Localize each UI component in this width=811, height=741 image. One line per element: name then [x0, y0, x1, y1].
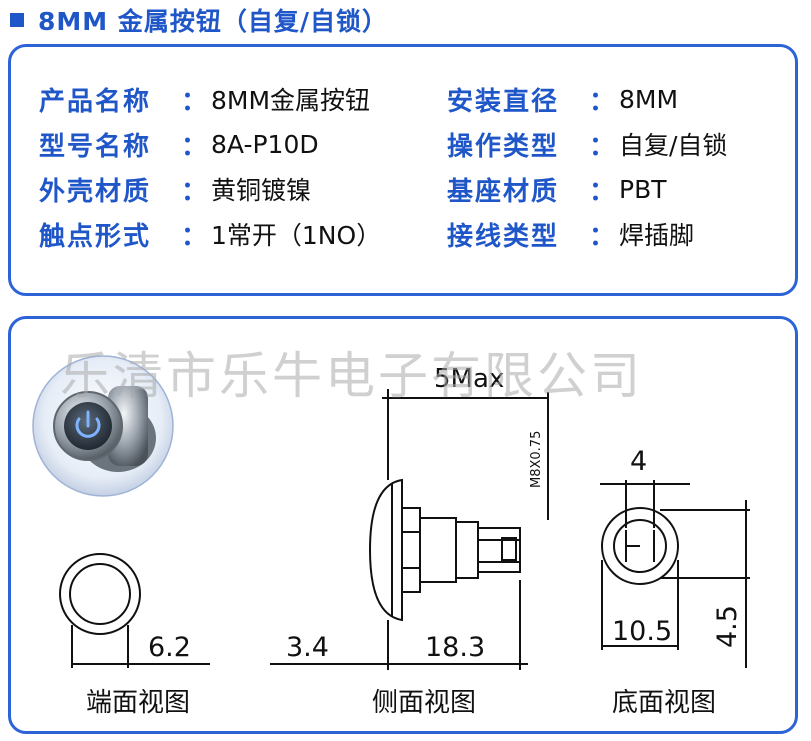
spec-value: 8MM金属按钮 [211, 86, 371, 115]
spec-label: 安装直径 [447, 86, 560, 117]
power-icon [75, 410, 101, 438]
spec-label: 接线类型 [447, 221, 560, 252]
spec-panel: 产品名称 ： 8MM金属按钮 型号名称 ： 8A-P10D 外壳材质 ： 黄铜镀… [8, 44, 798, 296]
spec-colon: ： [180, 86, 207, 117]
spec-row-operation-type: 操作类型 ： 自复/自锁 [447, 124, 727, 164]
spec-label: 触点形式 [39, 221, 152, 252]
spec-value: 黄铜镀镍 [211, 176, 312, 205]
end-view-caption: 端面视图 [86, 688, 191, 718]
side-view-drawing [270, 389, 549, 670]
spec-row-model: 型号名称 ： 8A-P10D [39, 124, 319, 164]
spec-label: 产品名称 [39, 86, 152, 117]
spec-colon: ： [588, 176, 615, 207]
bottom-view-caption: 底面视图 [612, 688, 717, 718]
end-view-drawing [59, 553, 210, 668]
thread-label: M8X0.75 [529, 431, 544, 488]
side-view-caption: 侧面视图 [372, 688, 477, 718]
spec-value: 1常开（1NO） [211, 221, 382, 250]
spec-label: 型号名称 [39, 131, 152, 162]
page-title: 8MM 金属按钮（自复/自锁） [38, 7, 388, 36]
title-square-icon [10, 13, 24, 27]
spec-colon: ： [180, 221, 207, 252]
spec-colon: ： [180, 131, 207, 162]
bottom-diameter-label: 10.5 [612, 616, 672, 647]
title-bar: 8MM 金属按钮（自复/自锁） [8, 2, 803, 38]
spec-colon: ： [180, 176, 207, 207]
spec-colon: ： [588, 131, 615, 162]
spec-colon: ： [588, 221, 615, 252]
end-diameter-label: 6.2 [148, 632, 191, 663]
spec-row-mount-diameter: 安装直径 ： 8MM [447, 79, 678, 119]
spec-row-base-material: 基座材质 ： PBT [447, 169, 667, 209]
spec-value: 8A-P10D [211, 129, 319, 159]
body-length-label: 18.3 [425, 632, 485, 663]
spec-label: 基座材质 [447, 176, 560, 207]
spec-row-product-name: 产品名称 ： 8MM金属按钮 [39, 79, 370, 119]
spec-value: PBT [619, 174, 667, 204]
spec-label: 操作类型 [447, 131, 560, 162]
terminal-span-label: 4.5 [712, 605, 743, 648]
spec-value: 焊插脚 [619, 221, 695, 250]
spec-row-shell-material: 外壳材质 ： 黄铜镀镍 [39, 169, 311, 209]
spec-row-contact-type: 触点形式 ： 1常开（1NO） [39, 214, 381, 254]
spec-colon: ： [588, 86, 615, 117]
spec-row-wiring-type: 接线类型 ： 焊插脚 [447, 214, 694, 254]
spec-value: 8MM [619, 84, 679, 114]
head-thickness-label: 3.4 [286, 632, 329, 663]
max-label: 5Max [434, 364, 504, 394]
spec-value: 自复/自锁 [619, 131, 728, 160]
product-photo [32, 355, 174, 497]
spec-label: 外壳材质 [39, 176, 152, 207]
terminal-gap-label: 4 [630, 446, 647, 477]
bottom-view-drawing [600, 480, 750, 668]
